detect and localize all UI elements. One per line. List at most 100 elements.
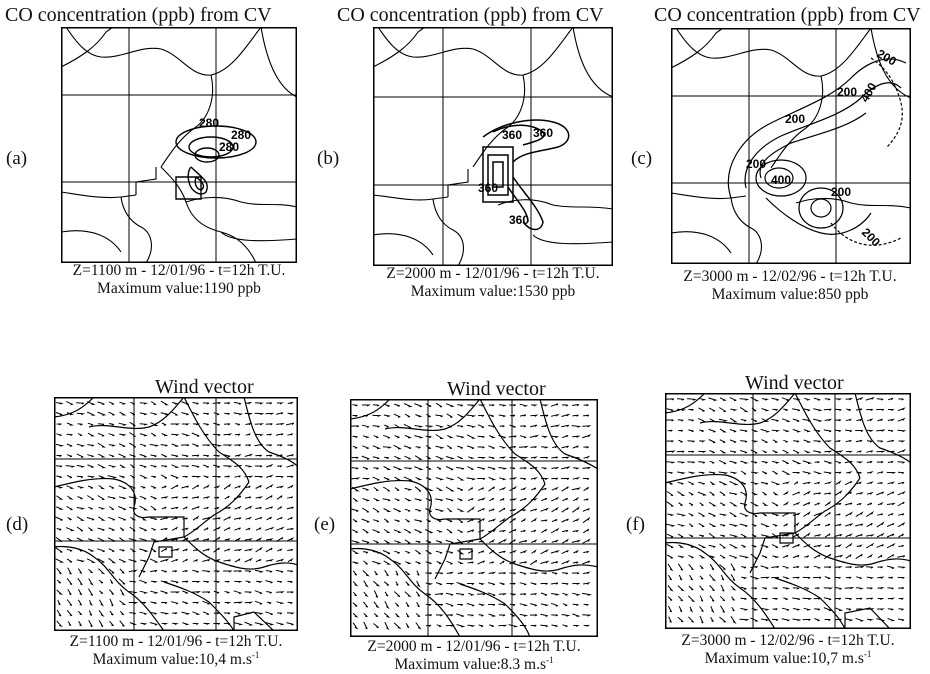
- wind-arrow: [393, 413, 401, 418]
- wind-arrow: [170, 423, 181, 426]
- wind-arrow: [108, 401, 115, 405]
- panel-d-unit-exponent: -1: [251, 649, 260, 660]
- wind-arrow: [275, 412, 284, 415]
- wind-arrow: [771, 618, 779, 622]
- wind-arrow: [383, 529, 391, 534]
- wind-arrow: [234, 505, 242, 510]
- wind-arrow: [66, 422, 74, 426]
- panel-b-contour-label: 360: [509, 213, 529, 227]
- wind-arrow: [457, 445, 463, 449]
- wind-arrow: [76, 526, 84, 532]
- wind-arrow: [128, 602, 139, 605]
- wind-arrow: [128, 569, 138, 573]
- wind-arrow: [761, 607, 770, 611]
- wind-arrow: [677, 585, 685, 592]
- wind-arrow: [394, 519, 400, 523]
- wind-arrow: [170, 591, 181, 594]
- wind-arrow: [436, 624, 442, 628]
- wind-arrow: [77, 588, 83, 596]
- wind-arrow: [119, 610, 125, 616]
- wind-arrow: [782, 534, 789, 537]
- wind-arrow: [88, 619, 93, 628]
- wind-arrow: [792, 544, 800, 548]
- wind-arrow: [699, 595, 704, 602]
- wind-arrow: [108, 548, 115, 552]
- wind-arrow: [192, 569, 199, 573]
- wind-arrow: [887, 397, 894, 401]
- wind-arrow: [761, 461, 768, 464]
- wind-arrow: [234, 475, 241, 478]
- wind-arrow: [551, 486, 559, 491]
- wind-arrow: [446, 403, 455, 408]
- wind-arrow: [508, 624, 519, 628]
- wind-arrow: [666, 533, 674, 538]
- wind-arrow: [478, 582, 486, 586]
- wind-arrow: [224, 548, 231, 552]
- panel-f-unit-exponent: -1: [863, 648, 872, 659]
- wind-arrow: [361, 518, 370, 523]
- wind-arrow: [540, 548, 549, 555]
- wind-arrow: [729, 429, 737, 433]
- wind-arrow: [771, 481, 781, 486]
- wind-arrow: [98, 475, 106, 479]
- wind-arrow: [55, 516, 63, 521]
- wind-arrow: [688, 502, 694, 506]
- wind-arrow: [897, 481, 905, 485]
- wind-arrow: [666, 440, 674, 443]
- wind-arrow: [676, 450, 685, 453]
- wind-arrow: [823, 460, 833, 464]
- wind-arrow: [718, 471, 729, 475]
- wind-arrow: [394, 498, 400, 502]
- panel-a-co-contours: [175, 125, 257, 200]
- wind-arrow: [666, 501, 674, 507]
- wind-arrow: [720, 574, 725, 581]
- wind-arrow: [66, 433, 73, 437]
- wind-arrow: [541, 446, 549, 449]
- wind-arrow: [467, 583, 475, 585]
- wind-arrow: [845, 533, 853, 538]
- wind-arrow: [519, 593, 527, 596]
- wind-arrow: [77, 485, 85, 489]
- wind-arrow: [245, 465, 253, 468]
- wind-arrow: [256, 537, 263, 542]
- wind-arrow: [477, 478, 486, 480]
- panel-c-gridlines: [671, 28, 911, 264]
- wind-arrow: [855, 617, 865, 622]
- wind-arrow: [109, 579, 114, 584]
- wind-arrow: [897, 513, 905, 516]
- wind-arrow: [213, 454, 220, 458]
- wind-arrow: [699, 585, 704, 591]
- wind-arrow: [255, 506, 262, 510]
- wind-arrow: [583, 455, 591, 459]
- wind-arrow: [583, 624, 591, 627]
- wind-arrow: [572, 414, 579, 417]
- wind-arrow: [519, 561, 527, 564]
- wind-arrow: [161, 622, 169, 626]
- wind-arrow: [119, 475, 125, 479]
- wind-arrow: [540, 624, 548, 628]
- wind-arrow: [739, 618, 750, 622]
- wind-arrow: [98, 568, 106, 575]
- wind-arrow: [897, 417, 906, 422]
- wind-arrow: [813, 397, 821, 401]
- wind-arrow: [529, 434, 539, 438]
- wind-arrow: [477, 435, 485, 439]
- wind-arrow: [866, 471, 874, 474]
- wind-arrow: [191, 432, 200, 437]
- wind-arrow: [540, 560, 550, 564]
- panel-c-contour-label: 200: [831, 185, 851, 199]
- wind-arrow: [583, 550, 590, 554]
- wind-arrow: [741, 481, 746, 485]
- wind-arrow: [67, 588, 72, 596]
- wind-arrow: [760, 534, 770, 538]
- wind-arrow: [245, 580, 251, 584]
- wind-arrow: [834, 471, 842, 474]
- wind-arrow: [202, 538, 210, 541]
- wind-arrow: [139, 412, 149, 416]
- wind-arrow: [761, 481, 769, 485]
- wind-arrow: [235, 433, 241, 436]
- wind-arrow: [372, 529, 380, 534]
- wind-arrow: [66, 485, 75, 489]
- wind-arrow: [202, 559, 210, 562]
- wind-arrow: [372, 519, 380, 523]
